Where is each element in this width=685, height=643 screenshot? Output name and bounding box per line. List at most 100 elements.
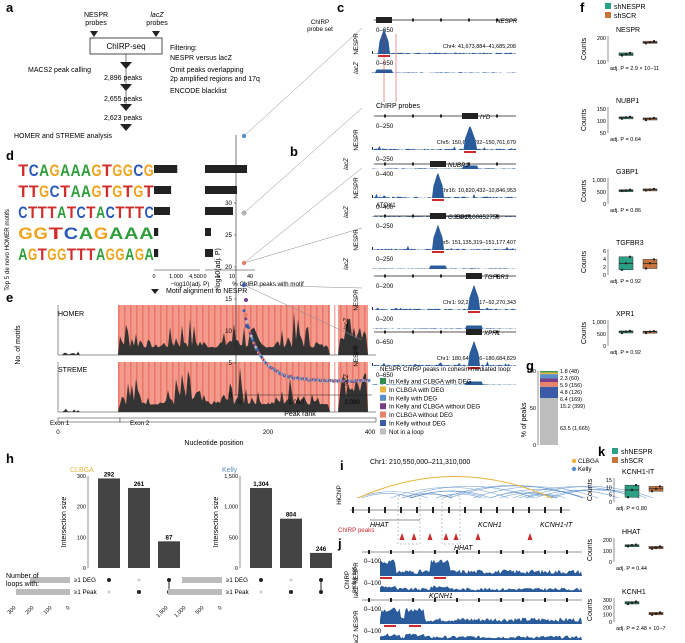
boxplot-ytick: 100 (603, 613, 612, 619)
motif-stripe (238, 305, 240, 355)
data-point (654, 612, 658, 615)
data-point (626, 545, 630, 548)
exon-box (496, 274, 498, 278)
motif-letter: T (29, 182, 40, 201)
stacked-segment (540, 374, 558, 379)
panel-b-label: b (290, 144, 298, 159)
motif-stripe (334, 305, 336, 355)
exon-box (384, 274, 386, 278)
pct-bar (205, 165, 247, 173)
data-point (644, 118, 648, 122)
motif-letter: T (77, 245, 87, 264)
peak-marker (468, 367, 480, 369)
motif-letter: G (47, 245, 56, 264)
data-point (652, 116, 656, 120)
legend-title: NESPR ChIRP peaks in cohesin-mediated lo… (380, 366, 512, 373)
data-point (658, 485, 662, 488)
motif-stripe (358, 362, 360, 412)
motif-stripe (274, 362, 276, 412)
data-point (626, 602, 630, 606)
data-point (648, 188, 652, 191)
exon-box (496, 330, 498, 334)
track-label: NESPR (353, 229, 360, 251)
segment-label: 1.8 (48) (560, 369, 579, 375)
filter-2: Omit peaks overlapping (170, 67, 244, 74)
peak-marker (427, 533, 433, 540)
data-point (658, 545, 662, 548)
boxplot-ytick: 100 (603, 549, 612, 555)
arrow-icon (120, 62, 132, 69)
upset-bar-label: 261 (134, 481, 145, 488)
exon-2: Exon 2 (130, 420, 150, 427)
upset-ylabel: Intersection size (61, 497, 68, 548)
data-point (652, 187, 656, 191)
peak-rank-curve (241, 133, 371, 383)
neglog-bar (154, 165, 178, 173)
motif-letter: A (57, 203, 66, 222)
tick (372, 247, 373, 250)
segment-label: 15.2 (399) (560, 404, 585, 410)
legend-shscr: shSCR (614, 13, 636, 20)
motif-letter: T (135, 203, 145, 222)
boxplot-gene: KCNH1 (622, 589, 646, 596)
exon-box (468, 214, 470, 218)
track-label: lacZ (343, 374, 350, 386)
exon-box (412, 18, 414, 22)
boxplot-gene: NESPR (616, 27, 640, 34)
rank-point (249, 334, 253, 338)
peak-marker (443, 533, 449, 540)
gene-name: TGFBR3 (484, 274, 509, 281)
motif-stripe (124, 305, 126, 355)
motif-stripe (346, 362, 348, 412)
motif-stripe (262, 362, 264, 412)
exon-box (468, 330, 470, 334)
rank-point (367, 379, 371, 383)
motif-letter: G (91, 182, 101, 201)
legend-shscr: shSCR (621, 458, 643, 465)
signal-nespr (372, 126, 516, 150)
g-ytick: 100 (527, 369, 536, 375)
panel-i-label: i (340, 458, 344, 473)
boxplot-ylabel: Counts (581, 37, 588, 60)
motif-stripe (256, 305, 258, 355)
motif-stripe (244, 362, 246, 412)
motif-letter: C (64, 224, 78, 243)
motif-stripe (154, 305, 156, 355)
exon-box (468, 162, 470, 166)
data-point (650, 547, 654, 550)
motif-letter: A (71, 161, 81, 180)
track-scale: 0–250 (376, 156, 394, 163)
boxplot-ytick: 10 (606, 485, 612, 491)
peaks-legend: NESPR ChIRP peaks in cohesin-mediated lo… (380, 366, 512, 436)
motif-letter: C (50, 182, 60, 201)
boxplot-ylabel: Counts (587, 598, 594, 621)
legend-label: In CLBGA with DEG (389, 387, 445, 394)
exon-box (544, 598, 546, 602)
legend-swatch-shscr (605, 12, 611, 18)
data-point (626, 496, 630, 499)
motif-stripe (322, 305, 324, 355)
motif-letter: A (79, 224, 93, 243)
motif-letter: A (81, 182, 91, 201)
arrow-icon (120, 104, 132, 111)
track-label: NESPR (353, 129, 360, 151)
motif-stripe (280, 362, 282, 412)
boxplot-pval: adj. P = 0.92 (610, 350, 641, 356)
motif-alignment-title: Motif alignment to NESPR (166, 288, 247, 295)
set-dot (289, 590, 293, 594)
legend-dot-kelly (571, 466, 577, 472)
b-ytick: 30 (225, 200, 232, 207)
motif-stripe (292, 362, 294, 412)
hichip-arc-clbga (357, 476, 553, 499)
panel-h: h CLBGA Kelly Intersection size010020030… (6, 451, 332, 619)
set-size-tick: 0 (65, 605, 71, 611)
j-probe-title: ChIRPprobe set (344, 567, 358, 593)
gene-name: IYD (480, 114, 491, 121)
motif-letter: G (39, 182, 49, 201)
upset-ytick: 500 (229, 535, 238, 541)
e-ylabel: No. of motifs (15, 325, 22, 365)
data-point (634, 484, 638, 487)
